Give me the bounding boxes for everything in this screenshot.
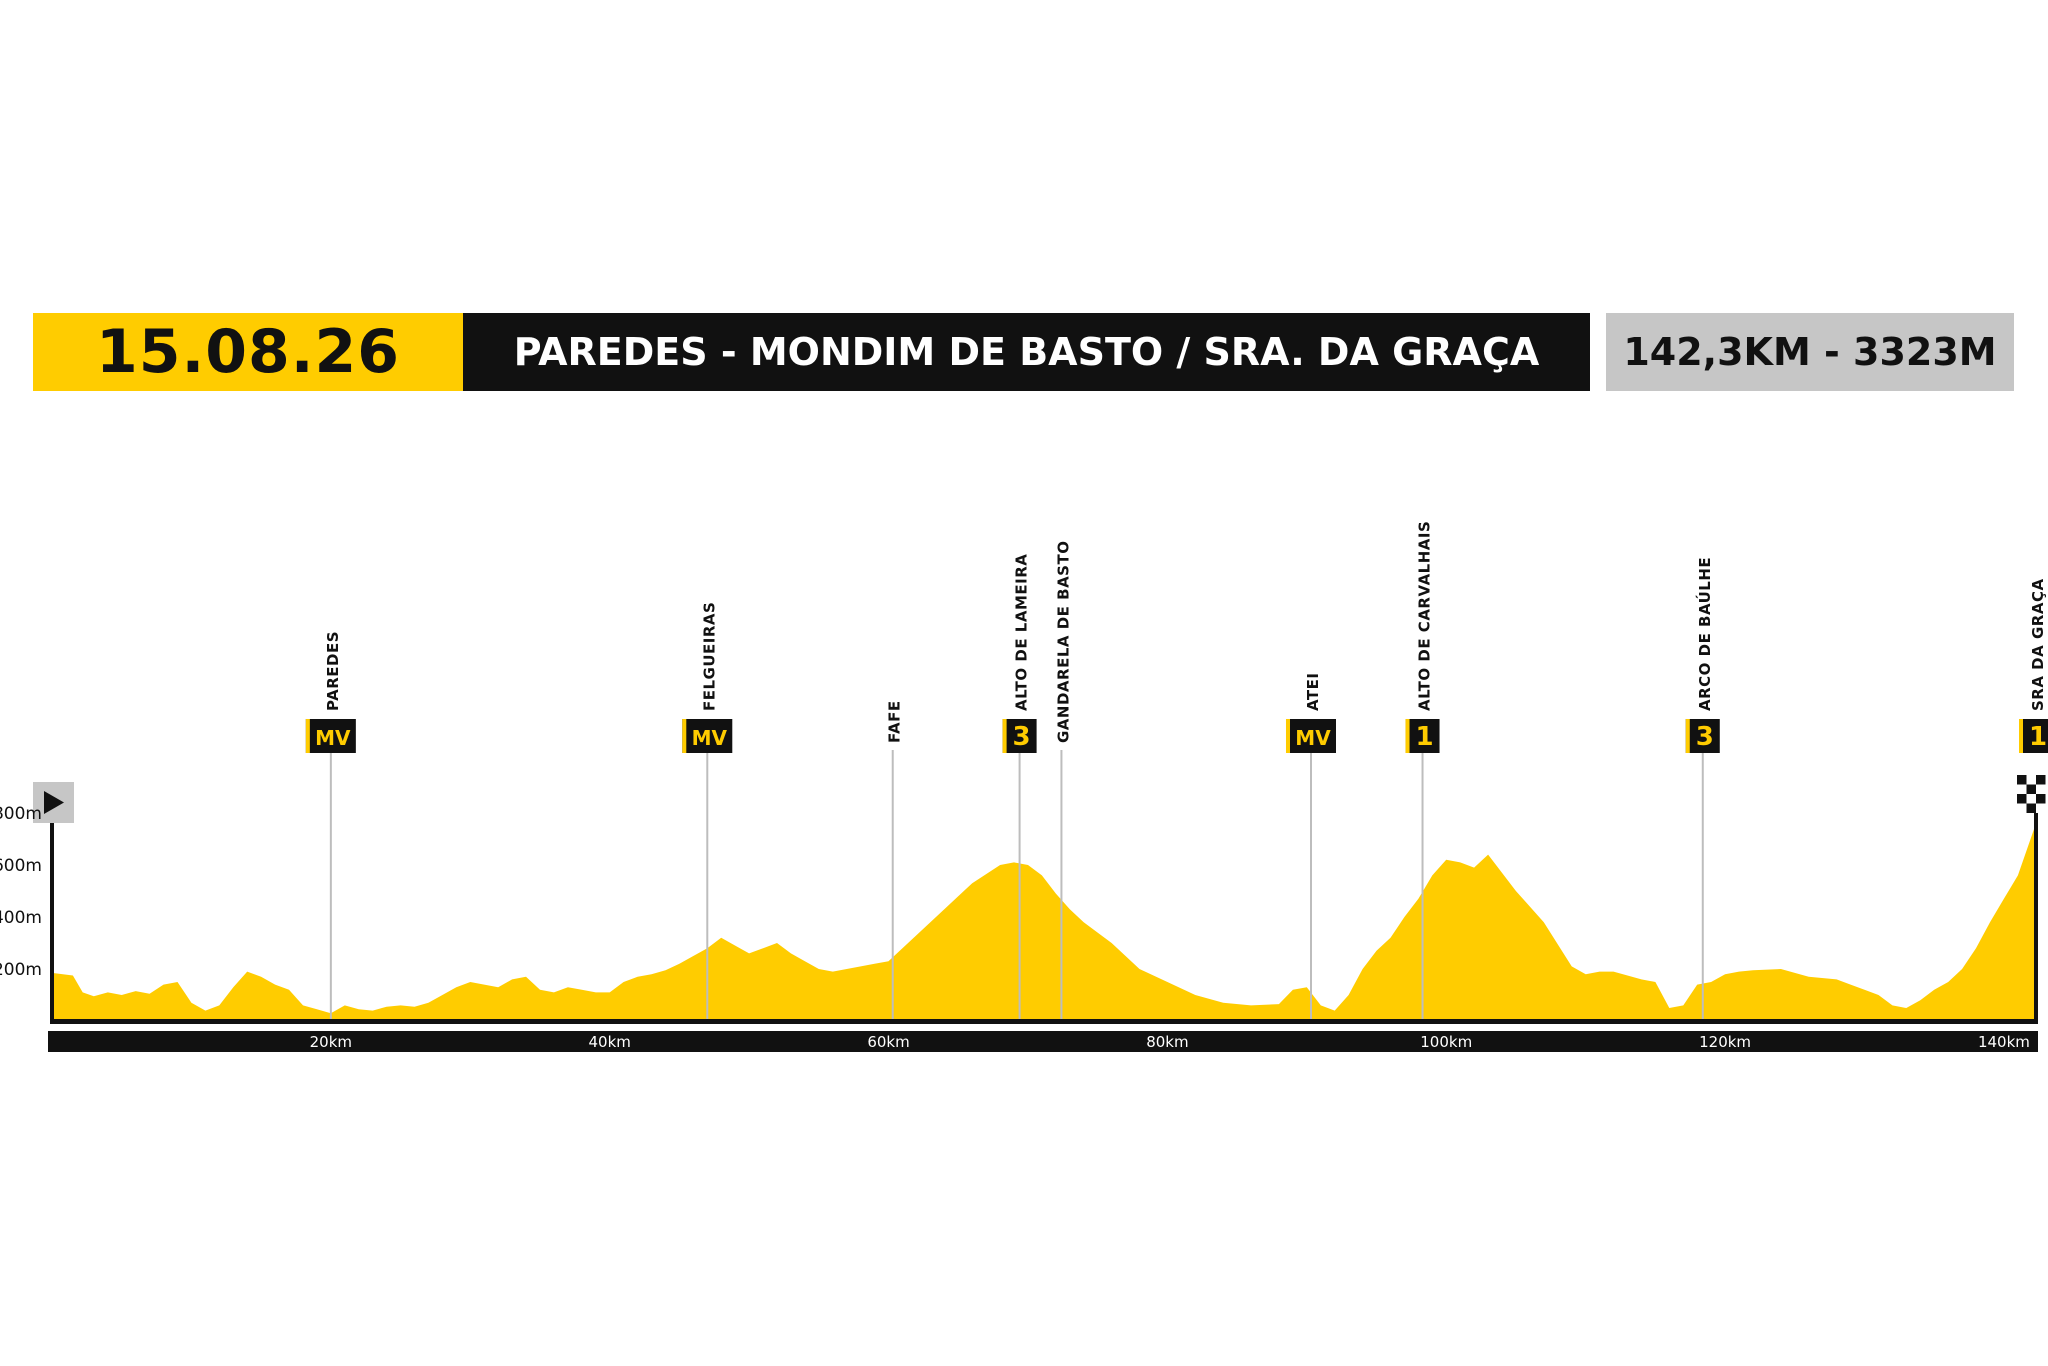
- badge-box: [2019, 719, 2048, 753]
- flag-square: [2017, 784, 2027, 794]
- x-tick-label: 140km: [1978, 1033, 2030, 1051]
- elevation-area: [52, 823, 2036, 1021]
- x-tick-label: 100km: [1420, 1033, 1472, 1051]
- stage-header: 15.08.26 PAREDES - MONDIM DE BASTO / SRA…: [33, 313, 2014, 391]
- y-tick-label: 600m: [0, 856, 42, 876]
- badge-accent: [1285, 719, 1290, 753]
- waypoint-name: ATEI: [1304, 672, 1322, 711]
- flag-square: [2017, 775, 2027, 785]
- waypoint-name: ARCO DE BAÚLHE: [1695, 557, 1714, 711]
- play-icon: [33, 782, 74, 823]
- y-tick-label: 400m: [0, 908, 42, 928]
- start-triangle: [44, 791, 64, 814]
- badge-label: MV: [315, 726, 351, 750]
- flag-square: [2036, 794, 2046, 804]
- waypoint-name: ALTO DE LAMEIRA: [1013, 554, 1031, 711]
- waypoint-badge: MV: [305, 719, 356, 753]
- flag-square: [2026, 784, 2036, 794]
- checkered-flag-icon: [2017, 775, 2046, 813]
- waypoint-badge: MV: [1285, 719, 1336, 753]
- badge-label: MV: [1295, 726, 1331, 750]
- badge-accent: [1002, 719, 1007, 753]
- waypoint-badge: 3: [1685, 719, 1720, 753]
- badge-box: [682, 719, 733, 753]
- badge-box: [1405, 719, 1440, 753]
- y-tick-label: 200m: [0, 960, 42, 980]
- badge-box: [1685, 719, 1720, 753]
- baseline: [50, 1019, 2038, 1024]
- stage-route: PAREDES - MONDIM DE BASTO / SRA. DA GRAÇ…: [463, 313, 1590, 391]
- badge-accent: [305, 719, 310, 753]
- badge-label: 3: [1696, 722, 1714, 752]
- stage-date: 15.08.26: [33, 313, 463, 391]
- waypoint-name: FELGUEIRAS: [700, 602, 718, 711]
- waypoint-name: ALTO DE CARVALHAIS: [1416, 521, 1434, 711]
- x-tick-label: 120km: [1699, 1033, 1751, 1051]
- badge-label: 1: [2029, 722, 2047, 752]
- x-tick-label: 60km: [867, 1033, 909, 1051]
- flag-square: [2017, 803, 2027, 813]
- waypoint-name: FAFE: [886, 700, 904, 743]
- badge-label: MV: [692, 726, 728, 750]
- waypoint-badge: 3: [1002, 719, 1037, 753]
- waypoint-name: PAREDES: [324, 631, 342, 711]
- badge-accent: [2019, 719, 2023, 753]
- x-tick-label: 80km: [1146, 1033, 1188, 1051]
- badge-box: [305, 719, 356, 753]
- badge-box: [1002, 719, 1037, 753]
- x-tick-label: 40km: [588, 1033, 630, 1051]
- waypoint-badge: 1: [1405, 719, 1440, 753]
- badge-accent: [1685, 719, 1690, 753]
- flag-square: [2036, 803, 2046, 813]
- flag-square: [2017, 794, 2027, 804]
- flag-square: [2026, 794, 2036, 804]
- stage-distance: 142,3KM - 3323M: [1606, 313, 2014, 391]
- badge-label: 1: [1415, 722, 1433, 752]
- waypoint-name: SRA DA GRAÇA: [2029, 578, 2047, 711]
- badge-accent: [682, 719, 687, 753]
- flag-square: [2036, 775, 2046, 785]
- waypoint-badge: MV: [682, 719, 733, 753]
- badge-box: [1285, 719, 1336, 753]
- waypoint-name: GANDARELA DE BASTO: [1054, 541, 1072, 743]
- flag-square: [2026, 775, 2036, 785]
- distance-axis-bar: [48, 1031, 2038, 1052]
- badge-accent: [1405, 719, 1410, 753]
- badge-label: 3: [1013, 722, 1031, 752]
- waypoint-badge: 1: [2019, 719, 2048, 753]
- flag-square: [2026, 803, 2036, 813]
- x-tick-label: 20km: [310, 1033, 352, 1051]
- y-tick-label: 800m: [0, 804, 42, 824]
- flag-square: [2036, 784, 2046, 794]
